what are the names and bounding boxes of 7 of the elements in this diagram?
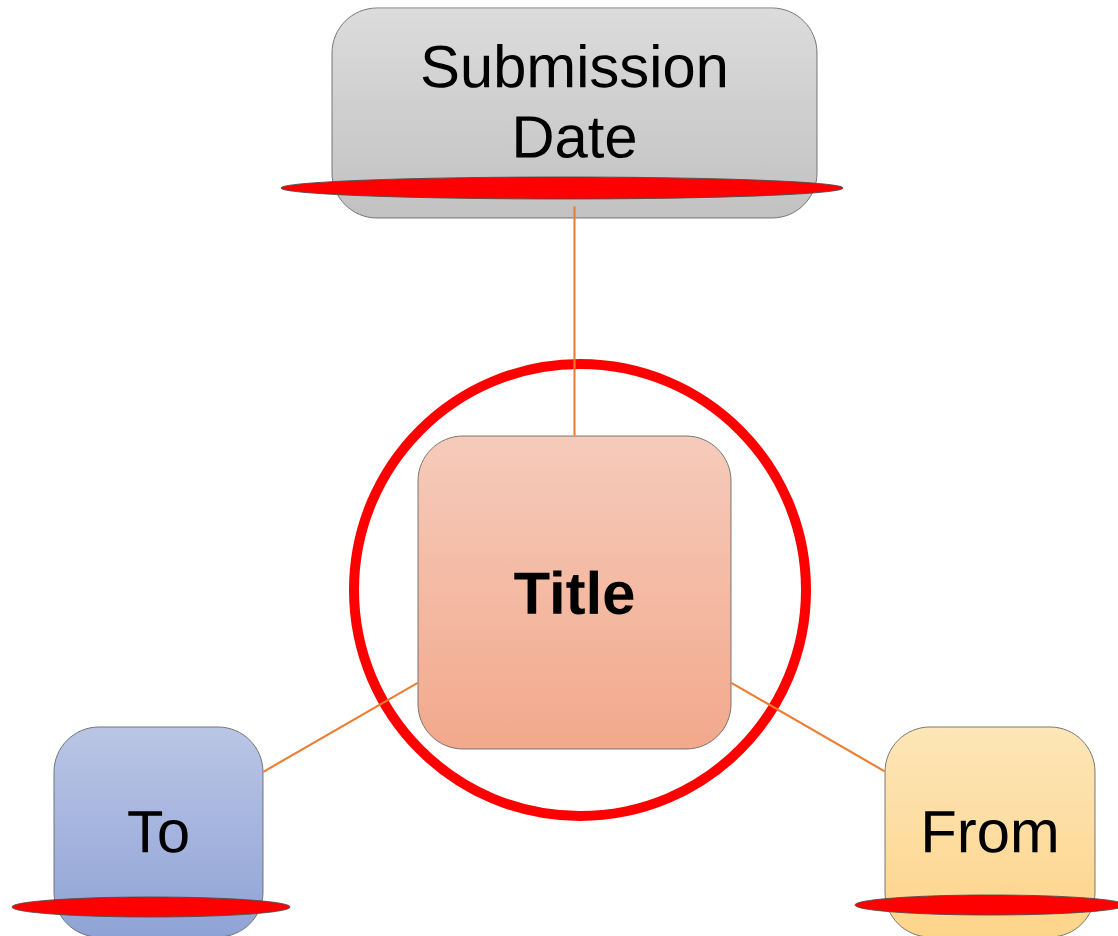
process-box: Title (417, 435, 732, 750)
process-box: To (11, 726, 291, 936)
process-box: From (854, 726, 1118, 936)
connector-line (262, 681, 419, 773)
connector-line (573, 206, 576, 436)
process-box: Submission Date (280, 7, 844, 219)
connector-line (730, 681, 886, 773)
